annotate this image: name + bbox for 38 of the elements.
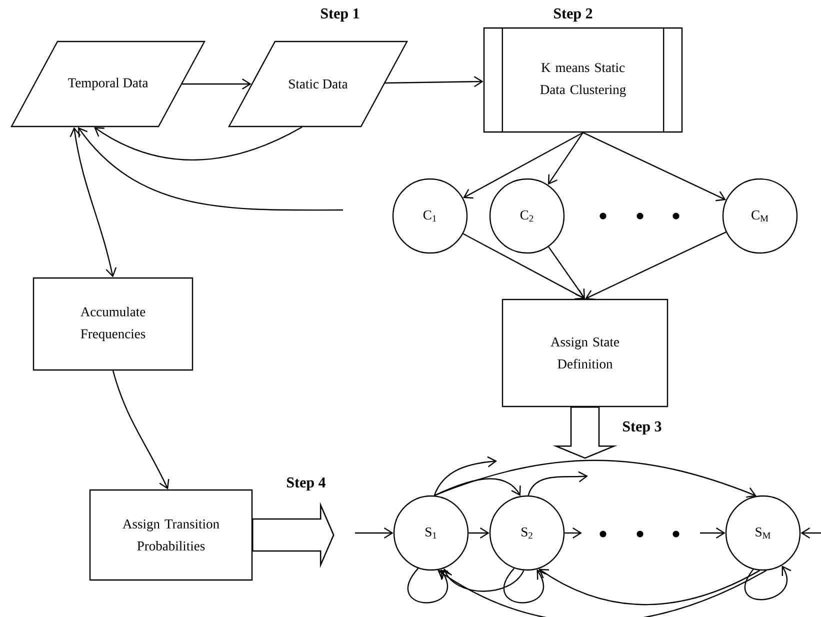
arrow [800,527,821,538]
arrow [462,233,585,300]
arrow [434,460,756,498]
arrow [463,132,584,199]
process-box: Assign Transition Probabilities [89,489,253,581]
loop-arrow [744,566,792,600]
arrow [355,527,394,538]
arrow [528,471,588,496]
process-box: Assign State Definition [502,298,668,408]
arrow [442,568,524,592]
block-arrow [552,406,618,459]
arrow [438,570,767,617]
arrow [700,527,726,538]
arrow [548,132,584,185]
loop-arrow [504,568,546,604]
process-box: Accumulate Frequencies [32,277,194,371]
arrow [78,127,343,211]
arrow [434,478,521,496]
arrow [384,76,484,88]
arrow [585,232,726,300]
arrow [468,527,490,538]
arrow [548,246,585,299]
arrow [434,456,497,496]
block-arrow [252,502,334,568]
step-label: Step 1 [321,8,360,22]
data-parallelogram: Temporal Data [10,40,206,128]
data-parallelogram: Static Data [228,40,408,128]
process-box: K means Static Data Clustering [483,27,683,133]
step-label: Step 4 [285,476,327,492]
arrow [182,78,252,90]
arrow [538,568,760,606]
loop-arrow [408,568,450,604]
arrow [70,127,117,278]
arrow [112,370,170,490]
arrow [94,126,302,160]
arrow [582,132,726,202]
step-label: Step 3 [621,420,663,436]
arrow [564,527,582,538]
